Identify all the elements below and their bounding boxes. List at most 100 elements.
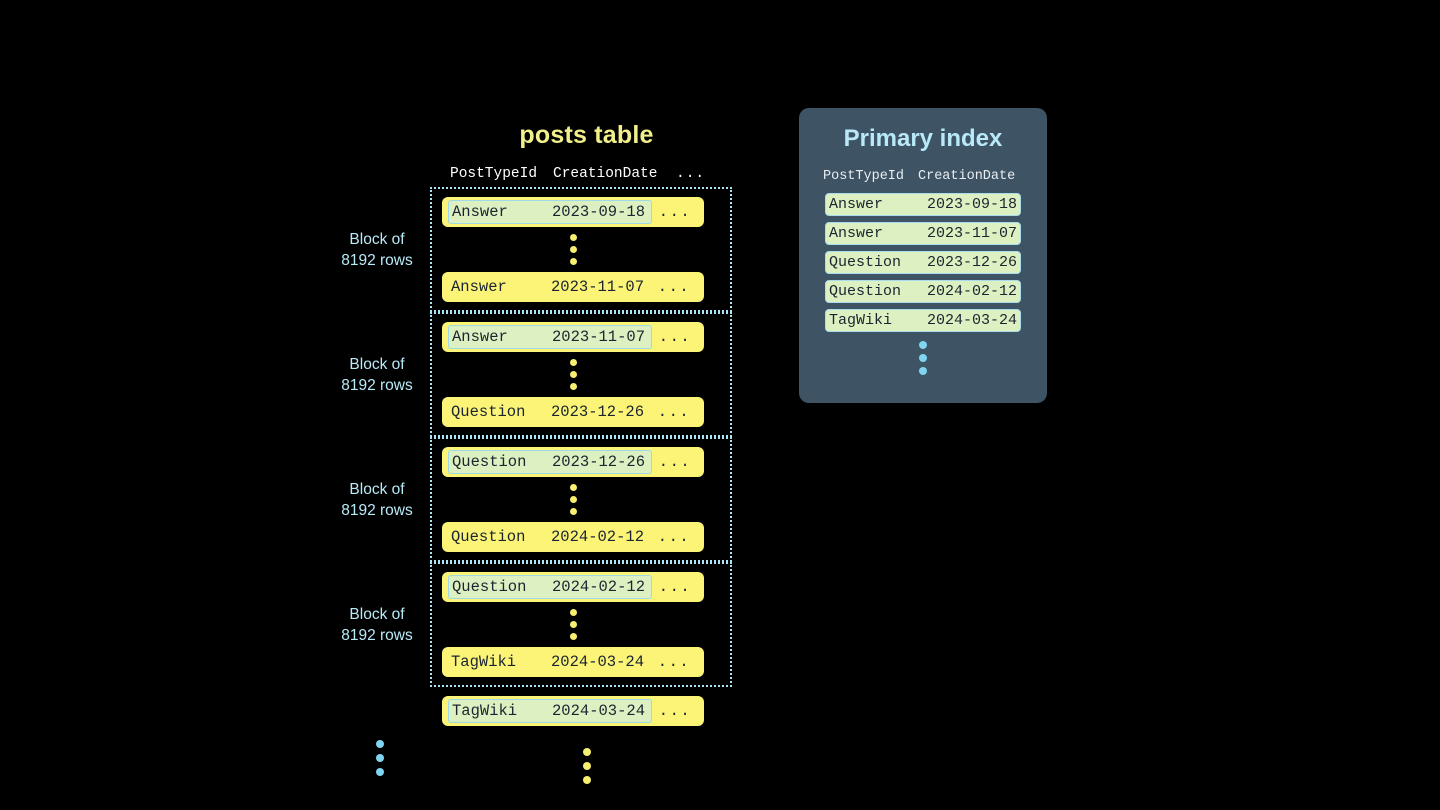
block-boundary: Answer 2023-09-18 ... Answer 2023-11-07 … — [430, 187, 732, 312]
column-header-posttypeid: PostTypeId — [450, 166, 538, 182]
row-key-cells: Question 2023-12-26 — [448, 400, 650, 424]
table-row[interactable]: Question 2023-12-26 ... — [442, 447, 704, 477]
cell-posttypeid: Question — [452, 578, 527, 596]
block-label: Block of 8192 rows — [330, 604, 430, 646]
cell-creationdate: 2024-02-12 — [552, 578, 646, 596]
block-label-line2: 8192 rows — [341, 501, 413, 519]
posts-table-section: posts table PostTypeId CreationDate ... … — [330, 118, 740, 784]
cell-ellipsis: ... — [657, 403, 691, 421]
blocks-continue-ellipsis-icon — [330, 732, 430, 784]
cell-creationdate: 2023-11-07 — [551, 278, 645, 296]
posts-table-title: posts table — [519, 121, 654, 149]
block-row: Block of 8192 rows Question 2023-12-26 .… — [330, 437, 740, 562]
cell-posttypeid: Question — [829, 283, 902, 300]
cell-creationdate: 2024-02-12 — [926, 283, 1017, 300]
block-label: Block of 8192 rows — [330, 354, 430, 396]
block-label-line2: 8192 rows — [341, 376, 413, 394]
table-row[interactable]: Answer 2023-11-07 ... — [442, 322, 704, 352]
index-entry-row[interactable]: Answer 2023-11-07 — [825, 222, 1021, 245]
cell-ellipsis: ... — [658, 203, 692, 221]
cell-creationdate: 2024-03-24 — [552, 702, 646, 720]
row-key-cells: Answer 2023-09-18 — [448, 200, 652, 224]
row-key-cells: Question 2024-02-12 — [448, 575, 652, 599]
cell-creationdate: 2024-03-24 — [926, 312, 1017, 329]
cell-creationdate: 2023-09-18 — [926, 196, 1017, 213]
cell-posttypeid: Answer — [829, 196, 884, 213]
cell-creationdate: 2023-11-07 — [926, 225, 1017, 242]
block-boundary: Question 2023-12-26 ... Question 2024-02… — [430, 437, 732, 562]
block-row: Block of 8192 rows Answer 2023-09-18 ... — [330, 187, 740, 312]
block-row: Block of 8192 rows Question 2024-02-12 .… — [330, 562, 740, 687]
cell-posttypeid: TagWiki — [452, 702, 518, 720]
block-label-line1: Block of — [349, 605, 405, 623]
primary-index-column-headers: PostTypeId CreationDate — [823, 169, 1047, 184]
cell-ellipsis: ... — [658, 328, 692, 346]
posts-table-column-headers: PostTypeId CreationDate ... — [450, 166, 735, 182]
column-header-ellipsis: ... — [676, 166, 706, 182]
block-label: Block of 8192 rows — [330, 479, 430, 521]
block-label-line1: Block of — [349, 480, 405, 498]
cell-posttypeid: TagWiki — [451, 653, 517, 671]
cell-posttypeid: Question — [451, 403, 526, 421]
table-row[interactable]: Question 2024-02-12 ... — [442, 572, 704, 602]
index-continue-ellipsis-icon — [825, 341, 1021, 375]
block-label-line1: Block of — [349, 230, 405, 248]
index-entry-row[interactable]: Question 2023-12-26 — [825, 251, 1021, 274]
trailing-row-inner: TagWiki 2024-03-24 ... — [430, 696, 732, 726]
vertical-ellipsis-icon — [442, 477, 704, 522]
index-entry-row[interactable]: Answer 2023-09-18 — [825, 193, 1021, 216]
cell-posttypeid: Answer — [452, 203, 508, 221]
table-row[interactable]: TagWiki 2024-03-24 ... — [442, 696, 704, 726]
cell-ellipsis: ... — [658, 453, 692, 471]
index-entry-row[interactable]: Question 2024-02-12 — [825, 280, 1021, 303]
cell-posttypeid: Question — [452, 453, 527, 471]
row-key-cells: Answer 2023-11-07 — [448, 275, 650, 299]
table-row[interactable]: Answer 2023-09-18 ... — [442, 197, 704, 227]
cell-creationdate: 2024-03-24 — [551, 653, 645, 671]
block-label: Block of 8192 rows — [330, 229, 430, 271]
vertical-ellipsis-icon — [442, 602, 704, 647]
table-row[interactable]: Question 2023-12-26 ... — [442, 397, 704, 427]
block-boundary: Question 2024-02-12 ... TagWiki 2024-03-… — [430, 562, 732, 687]
column-header-creationdate: CreationDate — [553, 166, 658, 182]
rows-continue-ellipsis-icon — [430, 732, 732, 784]
cell-creationdate: 2023-09-18 — [552, 203, 646, 221]
cell-ellipsis: ... — [657, 528, 691, 546]
trailing-row-wrap: TagWiki 2024-03-24 ... — [330, 696, 740, 726]
cell-posttypeid: Answer — [451, 278, 507, 296]
column-header-creationdate: CreationDate — [918, 169, 1016, 184]
row-key-cells: Question 2023-12-26 — [448, 450, 652, 474]
cell-creationdate: 2023-11-07 — [552, 328, 646, 346]
primary-index-rows: Answer 2023-09-18 Answer 2023-11-07 Ques… — [825, 193, 1047, 332]
column-header-posttypeid: PostTypeId — [823, 169, 905, 184]
cell-creationdate: 2023-12-26 — [551, 403, 645, 421]
row-key-cells: Answer 2023-11-07 — [448, 325, 652, 349]
cell-creationdate: 2024-02-12 — [551, 528, 645, 546]
table-row[interactable]: TagWiki 2024-03-24 ... — [442, 647, 704, 677]
block-label-line2: 8192 rows — [341, 251, 413, 269]
vertical-ellipsis-icon — [442, 227, 704, 272]
row-key-cells: Question 2024-02-12 — [448, 525, 650, 549]
bottom-ellipsis-row — [330, 732, 740, 784]
cell-ellipsis: ... — [657, 653, 691, 671]
cell-posttypeid: Question — [829, 254, 902, 271]
table-row[interactable]: Answer 2023-11-07 ... — [442, 272, 704, 302]
block-label-line1: Block of — [349, 355, 405, 373]
primary-index-panel: Primary index PostTypeId CreationDate An… — [799, 108, 1047, 403]
posts-table-blocks: Block of 8192 rows Answer 2023-09-18 ... — [330, 187, 740, 784]
cell-posttypeid: Question — [451, 528, 526, 546]
block-row: Block of 8192 rows Answer 2023-11-07 ... — [330, 312, 740, 437]
table-row[interactable]: Question 2024-02-12 ... — [442, 522, 704, 552]
row-key-cells: TagWiki 2024-03-24 — [448, 650, 650, 674]
cell-ellipsis: ... — [658, 578, 692, 596]
cell-posttypeid: TagWiki — [829, 312, 893, 329]
cell-ellipsis: ... — [657, 278, 691, 296]
cell-posttypeid: Answer — [829, 225, 884, 242]
cell-creationdate: 2023-12-26 — [552, 453, 646, 471]
row-key-cells: TagWiki 2024-03-24 — [448, 699, 652, 723]
cell-ellipsis: ... — [658, 702, 692, 720]
index-entry-row[interactable]: TagWiki 2024-03-24 — [825, 309, 1021, 332]
cell-posttypeid: Answer — [452, 328, 508, 346]
vertical-ellipsis-icon — [442, 352, 704, 397]
